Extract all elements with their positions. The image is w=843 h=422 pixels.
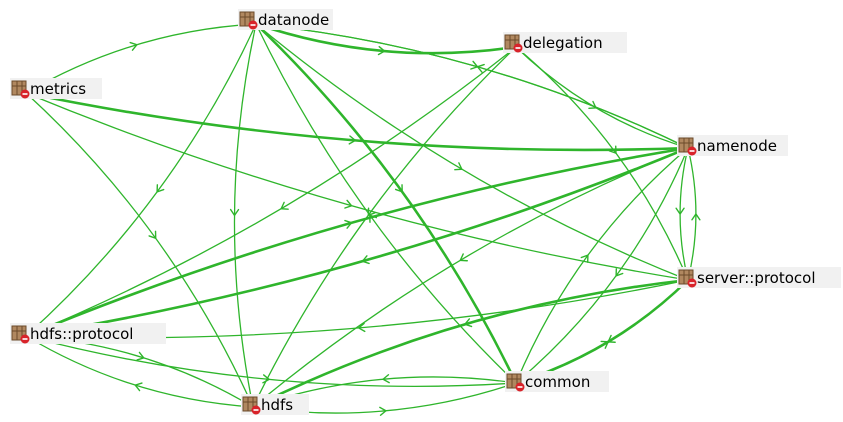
node-label-background bbox=[238, 9, 333, 30]
edge-arrowhead bbox=[129, 41, 139, 51]
node-hdfs-protocol[interactable]: hdfs::protocol bbox=[10, 323, 166, 344]
node-label-background bbox=[677, 135, 788, 156]
node-hdfs[interactable]: hdfs bbox=[241, 394, 309, 415]
edge-arrowhead bbox=[615, 268, 624, 277]
edge-arrowhead bbox=[280, 201, 289, 210]
edge-arrowhead bbox=[379, 406, 388, 416]
node-label: delegation bbox=[523, 34, 603, 52]
edge-arrowhead bbox=[580, 254, 589, 263]
edge-arrowhead bbox=[344, 219, 353, 229]
edge-arrowhead bbox=[357, 322, 366, 333]
edge-delegation-to-namenode bbox=[515, 46, 689, 149]
edge-common-to-server_protocol bbox=[514, 278, 690, 385]
edge-hdfs_protocol-to-namenode bbox=[24, 146, 690, 338]
node-label: hdfs bbox=[261, 396, 293, 414]
edge-hdfs_protocol-to-hdfs bbox=[25, 335, 254, 408]
edge-namenode-to-server_protocol bbox=[679, 147, 689, 281]
edge-arrowhead bbox=[463, 318, 473, 328]
node-label: server::protocol bbox=[697, 269, 816, 287]
node-metrics[interactable]: metrics bbox=[10, 78, 102, 99]
node-label: namenode bbox=[697, 137, 777, 155]
node-namenode[interactable]: namenode bbox=[677, 135, 788, 156]
edge-hdfs-to-hdfs_protocol bbox=[25, 335, 254, 408]
edge-arrowhead bbox=[361, 255, 370, 265]
edge-arrowhead bbox=[369, 214, 378, 223]
edge-arrowhead bbox=[148, 230, 157, 240]
node-label: common bbox=[525, 373, 590, 391]
edge-arrowhead bbox=[600, 340, 610, 349]
edge-arrowhead bbox=[394, 184, 403, 193]
edge-server_protocol-to-common bbox=[515, 279, 689, 384]
edge-arrowhead bbox=[381, 374, 390, 384]
edge-datanode-to-hdfs_protocol bbox=[25, 23, 257, 337]
node-common[interactable]: common bbox=[505, 371, 609, 392]
edge-arrowhead bbox=[476, 63, 485, 73]
edge-arrowhead bbox=[454, 162, 463, 171]
node-server-protocol[interactable]: server::protocol bbox=[677, 267, 841, 288]
edge-arrowhead bbox=[229, 208, 240, 217]
node-label-background bbox=[10, 78, 102, 99]
node-label: metrics bbox=[30, 80, 86, 98]
edge-server_protocol-to-namenode bbox=[687, 147, 697, 281]
node-label-background bbox=[677, 267, 841, 288]
node-label: hdfs::protocol bbox=[30, 325, 133, 343]
edge-arrowhead bbox=[136, 351, 145, 361]
node-label-background bbox=[10, 323, 166, 344]
edge-arrowhead bbox=[134, 382, 143, 392]
edge-arrowhead bbox=[691, 212, 701, 221]
edge-arrowhead bbox=[262, 374, 271, 384]
edge-layer bbox=[24, 22, 701, 416]
node-delegation[interactable]: delegation bbox=[503, 32, 627, 53]
edge-arrowhead bbox=[348, 135, 357, 145]
edge-namenode-to-hdfs_protocol bbox=[24, 146, 690, 338]
edge-arrowhead bbox=[675, 207, 685, 216]
node-label-background bbox=[503, 32, 627, 53]
edge-datanode-to-server_protocol bbox=[255, 23, 689, 281]
edge-arrowhead bbox=[156, 184, 165, 193]
node-datanode[interactable]: datanode bbox=[238, 9, 333, 30]
edge-datanode-to-hdfs bbox=[233, 23, 257, 408]
edge-arrowhead bbox=[344, 199, 353, 209]
node-label: datanode bbox=[258, 11, 329, 29]
edge-arrowhead bbox=[459, 253, 468, 262]
node-label-background bbox=[505, 371, 609, 392]
edge-arrowhead bbox=[377, 45, 386, 56]
